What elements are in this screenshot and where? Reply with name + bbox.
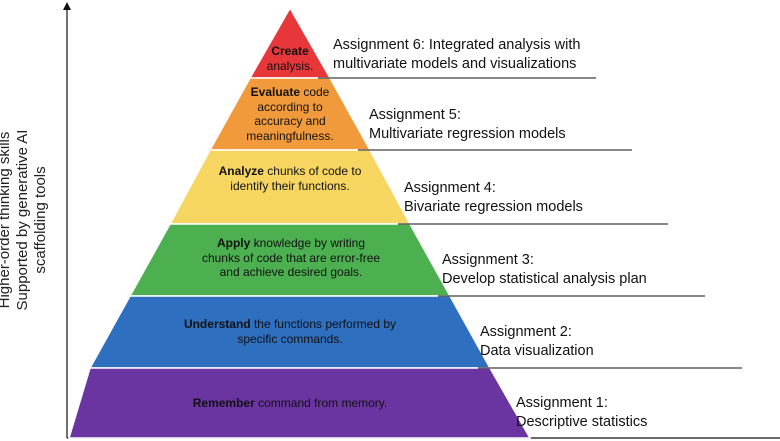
tier-create-description: analysis. [266,58,314,73]
y-axis-label: Higher-order thinking skills Supported b… [0,105,50,335]
tier-evaluate-description: code according to accuracy and meaningfu… [246,85,334,143]
assignment-5-line1: Assignment 5: [369,107,461,123]
tier-remember-keyword: Remember [192,396,255,410]
assignment-3-line2: Develop statistical analysis plan [442,271,647,287]
assignment-6-label: Assignment 6: Integrated analysis with m… [333,36,580,74]
tier-apply-text: Apply knowledge by writing chunks of cod… [198,236,384,280]
assignment-6-line1: Assignment 6: Integrated analysis with [333,37,581,53]
assignment-1-line1: Assignment 1: [516,395,608,411]
tier-remember [67,367,532,439]
assignment-4-line2: Bivariate regression models [404,199,583,215]
y-axis-label-line1: Higher-order thinking skills [0,131,13,309]
tier-apply-description: knowledge by writing chunks of code that… [201,236,381,279]
tier-analyze-description: chunks of code to identify their functio… [230,164,362,193]
tier-analyze-text: Analyze chunks of code to identify their… [215,164,365,193]
tier-analyze-keyword: Analyze [218,164,264,178]
tier-remember-text: Remember command from memory. [140,396,440,411]
assignment-5-label: Assignment 5: Multivariate regression mo… [369,106,566,144]
assignment-1-label: Assignment 1: Descriptive statistics [516,394,647,432]
assignment-5-line2: Multivariate regression models [369,126,566,142]
tier-evaluate-keyword: Evaluate [250,85,300,99]
tier-create-text: Create analysis. [255,44,325,73]
assignment-4-label: Assignment 4: Bivariate regression model… [404,179,583,217]
y-axis-label-line2: Supported by generative AI [14,129,31,311]
assignment-1-line2: Descriptive statistics [516,414,648,430]
tier-create-keyword: Create [271,44,309,58]
assignment-2-line1: Assignment 2: [480,324,572,340]
assignment-4-line1: Assignment 4: [404,180,496,196]
tier-apply-keyword: Apply [216,236,251,250]
assignment-6-line2: multivariate models and visualizations [333,56,577,72]
y-axis-label-line3: scaffolding tools [32,166,49,274]
assignment-2-line2: Data visualization [480,343,594,359]
tier-understand-description: the functions performed by specific comm… [237,317,397,346]
tier-understand-keyword: Understand [183,317,251,331]
tier-remember-description: command from memory. [254,396,388,410]
y-axis-arrow [63,2,71,10]
tier-understand-text: Understand the functions performed by sp… [170,317,410,346]
tier-evaluate-text: Evaluate code according to accuracy and … [240,85,340,143]
assignment-3-label: Assignment 3: Develop statistical analys… [442,251,647,289]
assignment-3-line1: Assignment 3: [442,252,534,268]
assignment-2-label: Assignment 2: Data visualization [480,323,594,361]
